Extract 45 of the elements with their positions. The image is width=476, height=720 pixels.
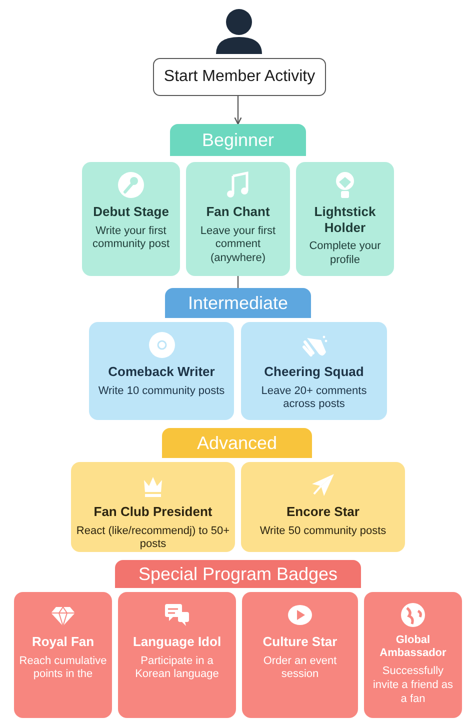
badge-title: Cheering Squad xyxy=(264,364,364,380)
badge-card xyxy=(241,322,387,420)
badge-description: Complete your profile xyxy=(308,240,382,268)
badge-title: Lightstick Holder xyxy=(313,204,377,236)
badge-description: Leave 20+ comments across posts xyxy=(260,384,368,412)
tier-header-band xyxy=(165,288,311,318)
badge-card xyxy=(296,162,394,276)
badge-card xyxy=(186,162,290,276)
tier-header-band xyxy=(162,428,312,458)
badge-card xyxy=(118,592,236,718)
tier-title: Special Program Badges xyxy=(138,564,338,584)
badge-description: React (like/recommendj) to 50+ posts xyxy=(76,524,230,552)
badge-card xyxy=(14,592,112,718)
badge-card xyxy=(89,322,234,420)
badge-description: Reach cumulative points in the xyxy=(19,654,107,682)
badge-title: Comeback Writer xyxy=(108,364,215,380)
badge-description: Leave your first comment (anywhere) xyxy=(199,224,277,266)
tier-title: Advanced xyxy=(196,432,278,454)
badge-description: Participate in a Korean language xyxy=(134,654,220,682)
badge-title: Debut Stage xyxy=(93,204,169,220)
badge-description: Write 50 community posts xyxy=(260,524,386,538)
badge-card xyxy=(241,462,405,552)
badge-description: Write 10 community posts xyxy=(98,384,225,398)
badge-card xyxy=(364,592,462,718)
tier-header-band xyxy=(115,560,361,588)
tier-header-band xyxy=(170,124,306,156)
badge-card xyxy=(82,162,180,276)
badge-card xyxy=(71,462,235,552)
badge-title: Fan Chant xyxy=(206,204,270,220)
badge-title: Encore Star xyxy=(286,504,360,520)
arrow xyxy=(234,96,242,125)
start-label: Start Member Activity xyxy=(164,68,316,86)
connector-line xyxy=(237,276,239,288)
badge-description: Order an event session xyxy=(262,654,338,682)
badge-title: Global Ambassador xyxy=(378,634,448,660)
badge-title: Royal Fan xyxy=(32,634,94,650)
badge-title: Language Idol xyxy=(132,634,222,650)
tier-title: Beginner xyxy=(202,130,274,150)
badge-card xyxy=(242,592,358,718)
badge-title: Culture Star xyxy=(262,634,338,650)
start-box xyxy=(153,58,326,96)
badge-title: Fan Club President xyxy=(94,504,212,520)
badge-description: Write your first community post xyxy=(91,224,171,252)
badge-description: Successfully invite a friend as a fan xyxy=(372,665,454,707)
tier-title: Intermediate xyxy=(188,292,288,314)
